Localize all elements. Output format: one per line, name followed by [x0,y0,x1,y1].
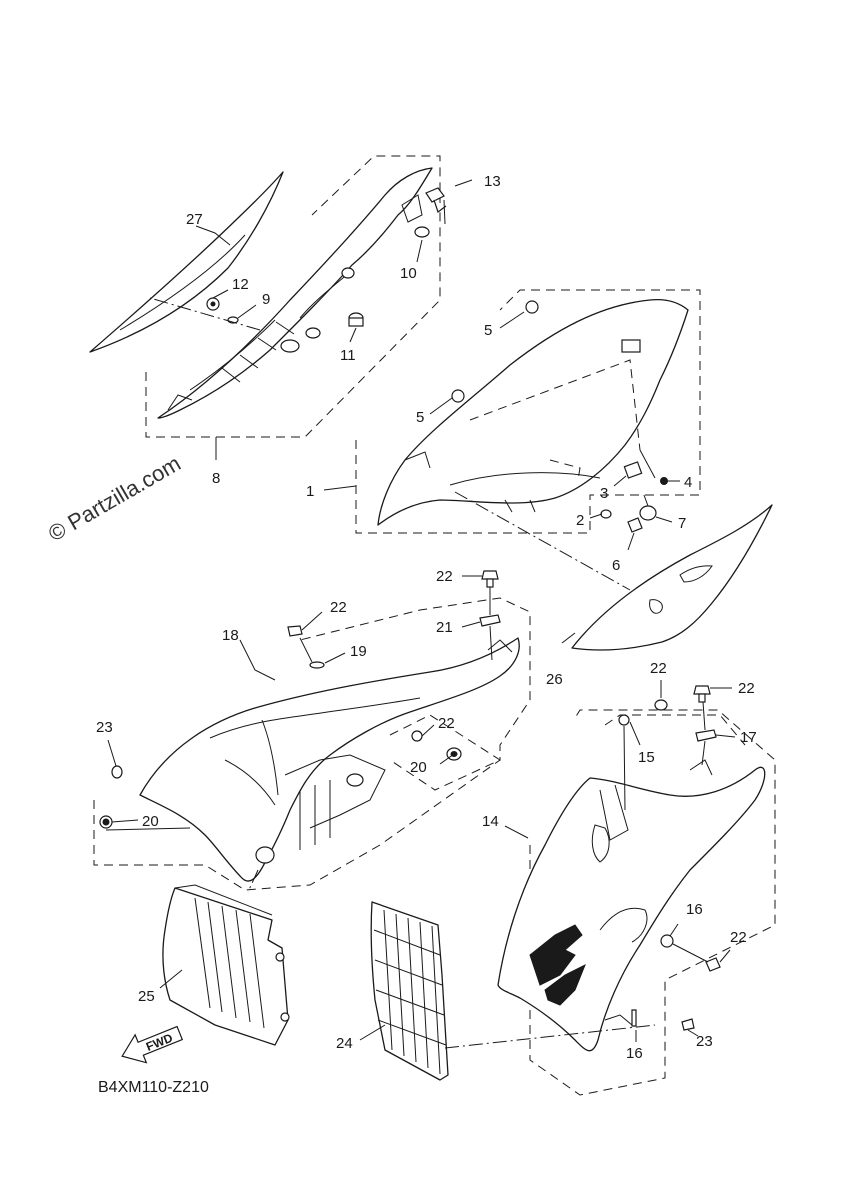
part-27-graphic[interactable] [89,171,284,353]
callout-22-lower-left[interactable]: 22 [438,715,455,732]
callout-5-lower[interactable]: 5 [416,409,424,426]
callout-26[interactable]: 26 [546,671,563,688]
bolt-22-right-lower[interactable] [705,957,721,972]
collar-2[interactable] [600,509,612,519]
callout-25[interactable]: 25 [138,988,155,1005]
callout-20-right[interactable]: 20 [410,759,427,776]
diagram-code: B4XM110-Z210 [98,1079,209,1096]
callout-4[interactable]: 4 [684,474,692,491]
callout-labels: 13 27 10 12 9 11 8 5 5 4 3 1 2 7 6 22 22… [96,173,757,1062]
bolt-22-top[interactable] [481,570,499,588]
bolt-23-right[interactable] [681,1018,695,1031]
callout-5-upper[interactable]: 5 [484,322,492,339]
callout-18[interactable]: 18 [222,627,239,644]
callout-17[interactable]: 17 [740,729,757,746]
callout-9[interactable]: 9 [262,291,270,308]
collar-22-right[interactable] [654,699,668,711]
bolt-6[interactable] [627,517,643,533]
bolt-12[interactable] [206,297,220,311]
callout-20-left[interactable]: 20 [142,813,159,830]
callout-8[interactable]: 8 [212,470,220,487]
bolt-5-lower[interactable] [451,389,465,403]
callout-15[interactable]: 15 [638,749,655,766]
bolt-22-lower-left[interactable] [411,730,423,742]
callout-7[interactable]: 7 [678,515,686,532]
callout-22-right-top[interactable]: 22 [738,680,755,697]
grommet-20-left[interactable] [99,815,113,829]
callout-3[interactable]: 3 [600,485,608,502]
collar-11[interactable] [348,312,364,327]
callout-22-right-lower[interactable]: 22 [730,929,747,946]
part-14-right-shroud[interactable] [497,709,776,1096]
callout-23-left[interactable]: 23 [96,719,113,736]
callout-13[interactable]: 13 [484,173,501,190]
fwd-arrow-icon: FWD [121,1025,184,1064]
callout-21[interactable]: 21 [436,619,453,636]
callout-16-upper[interactable]: 16 [686,901,703,918]
part-8-seat-panel[interactable] [145,155,441,438]
hardware-group [99,187,721,1031]
callout-19[interactable]: 19 [350,643,367,660]
grommet-7[interactable] [639,505,657,521]
callout-16-lower[interactable]: 16 [626,1045,643,1062]
clip-16-lower[interactable] [631,1009,637,1027]
clip-19[interactable] [309,661,325,669]
bolt-22-shroud[interactable] [287,625,303,637]
callout-23-right[interactable]: 23 [696,1033,713,1050]
collar-16-upper[interactable] [660,934,674,948]
callout-14[interactable]: 14 [482,813,499,830]
part-1-side-cover[interactable] [355,289,701,534]
part-25-radiator-guard[interactable] [162,884,290,1046]
collar-15[interactable] [618,714,630,726]
bolt-5-upper[interactable] [525,300,539,314]
bolt-22-right-top[interactable] [693,685,711,703]
grommet-10[interactable] [414,226,430,238]
watermark: © Partzilla.com [44,451,185,547]
bolt-23-left[interactable] [111,765,123,779]
part-26-graphic[interactable] [571,504,773,651]
callout-1[interactable]: 1 [306,483,314,500]
callout-22-top[interactable]: 22 [436,568,453,585]
part-24-radiator-guard[interactable] [370,901,449,1081]
part-18-left-shroud[interactable] [93,597,531,891]
leader-lines [105,179,736,1042]
callout-2[interactable]: 2 [576,512,584,529]
spacer-21[interactable] [479,614,501,627]
callout-24[interactable]: 24 [336,1035,353,1052]
callout-27[interactable]: 27 [186,211,203,228]
callout-11[interactable]: 11 [340,347,356,364]
callout-22-shroud[interactable]: 22 [330,599,347,616]
callout-10[interactable]: 10 [400,265,417,282]
bolt-13[interactable] [425,187,447,213]
callout-22-right-collar[interactable]: 22 [650,660,667,677]
nut-3[interactable] [623,461,643,479]
callout-12[interactable]: 12 [232,276,249,293]
callout-6[interactable]: 6 [612,557,620,574]
spacer-17[interactable] [695,729,717,742]
fwd-label: FWD [144,1031,175,1054]
